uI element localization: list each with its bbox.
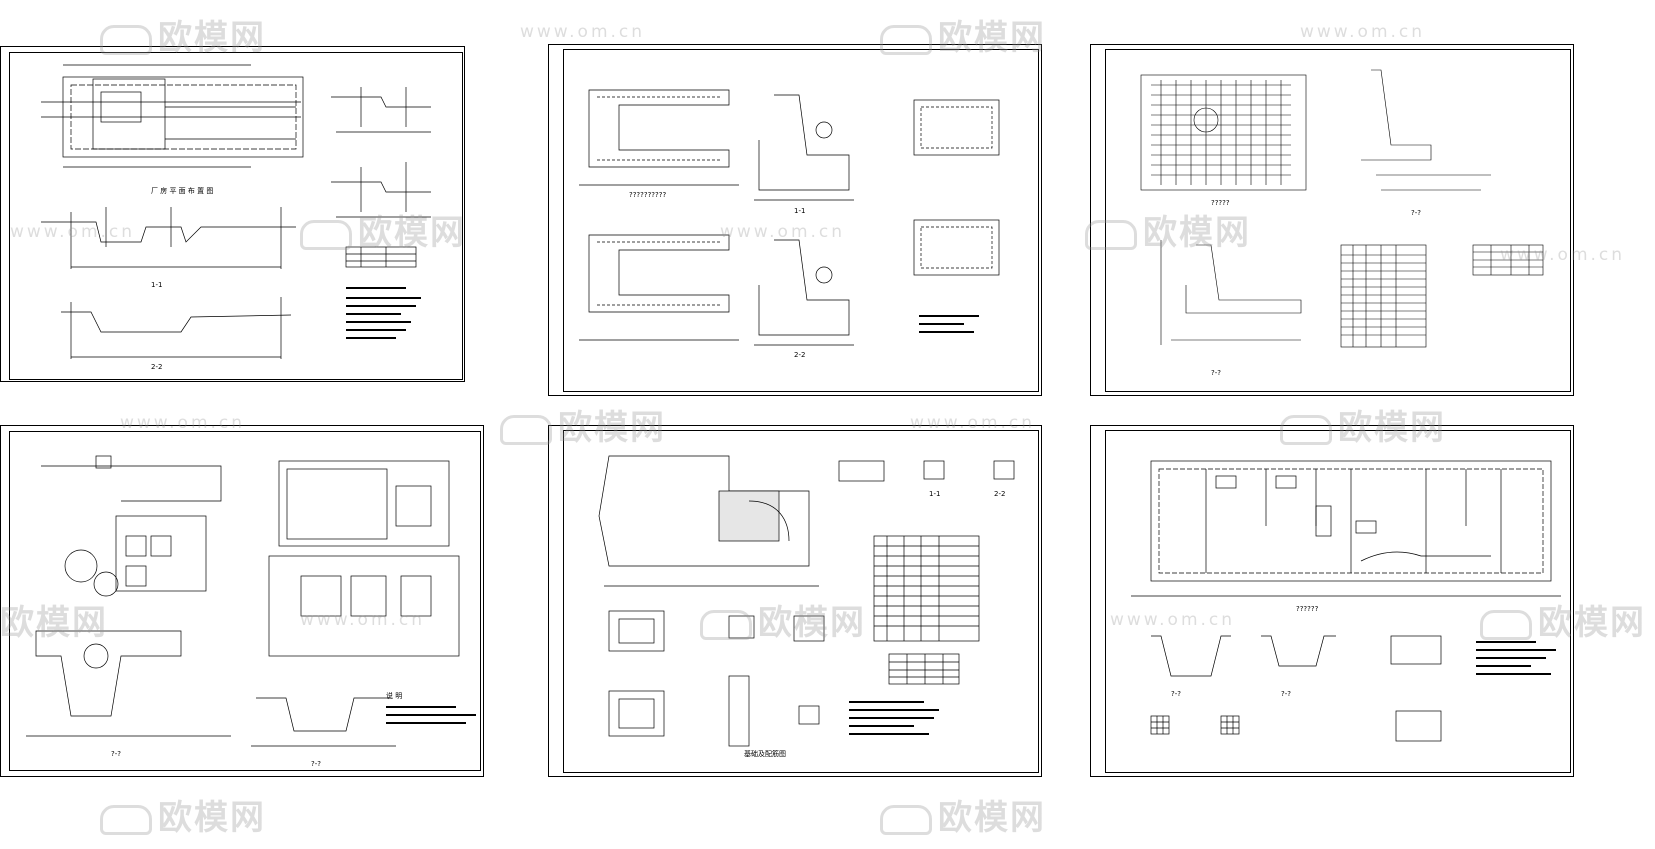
sheet-3-caption: ?????: [1211, 199, 1230, 207]
building-plan-drawing: ?????? ?-? ?-?: [1131, 460, 1561, 742]
watermark-url: www.om.cn: [1300, 22, 1426, 42]
sheet-frame: [563, 430, 1039, 773]
foundation-detail-drawing: 基础及配筋图 1-1 2-2: [598, 455, 1015, 758]
pit-detail-drawing: ?????????? 1-1 2-2: [579, 89, 1000, 359]
watermark-logo: 欧模网: [100, 790, 266, 839]
sheet-frame: [9, 52, 463, 380]
sheet-5-section-b: 2-2: [994, 490, 1005, 498]
sheet-2-caption: ??????????: [629, 191, 666, 199]
drawing-sheet-3: ????? ?-? ?-?: [1090, 44, 1574, 396]
sheet-1-caption: 厂 房 平 面 布 置 图: [151, 186, 213, 195]
cloud-icon: [500, 414, 552, 445]
sheet-frame: [9, 431, 481, 771]
drawing-sheet-2: ?????????? 1-1 2-2: [548, 44, 1042, 396]
sheet-5-section-a: 1-1: [929, 490, 940, 498]
cloud-icon: [100, 804, 152, 835]
sheet-2-section-a: 1-1: [794, 207, 805, 215]
sheet-2-section-b: 2-2: [794, 351, 805, 359]
drawing-sheet-1: 厂 房 平 面 布 置 图 1-1 2-2: [0, 46, 465, 382]
watermark-logo: 欧模网: [880, 790, 1046, 839]
watermark-url: www.om.cn: [520, 22, 646, 42]
sheet-4-section-a: ?-?: [311, 760, 321, 768]
sheet-4-notes-title: 说 明: [386, 691, 402, 700]
sheet-3-section-b: ?-?: [1211, 369, 1221, 377]
sheet-1-section-a: 1-1: [151, 281, 162, 289]
cloud-icon: [880, 804, 932, 835]
sheet-6-caption: ??????: [1296, 605, 1319, 613]
equipment-layout-drawing: ?-? ?-? 说 明: [26, 455, 476, 768]
sheet-6-section-b: ?-?: [1281, 690, 1291, 698]
sheet-frame: [1105, 430, 1571, 773]
sheet-3-section-a: ?-?: [1411, 209, 1421, 217]
drawing-sheet-5: 基础及配筋图 1-1 2-2: [548, 425, 1042, 777]
drawing-sheet-4: ?-? ?-? 说 明: [0, 425, 484, 777]
floor-plan-drawing: 厂 房 平 面 布 置 图 1-1 2-2: [41, 64, 431, 371]
sheet-4-caption: ?-?: [111, 750, 121, 758]
sheet-frame: [563, 49, 1039, 392]
sheet-6-section-a: ?-?: [1171, 690, 1181, 698]
drawing-sheet-6: ?????? ?-? ?-?: [1090, 425, 1574, 777]
sheet-frame: [1105, 49, 1571, 392]
sheet-5-caption: 基础及配筋图: [744, 749, 786, 758]
sheet-1-section-b: 2-2: [151, 363, 162, 371]
rebar-grid-drawing: ????? ?-? ?-?: [1140, 69, 1544, 377]
